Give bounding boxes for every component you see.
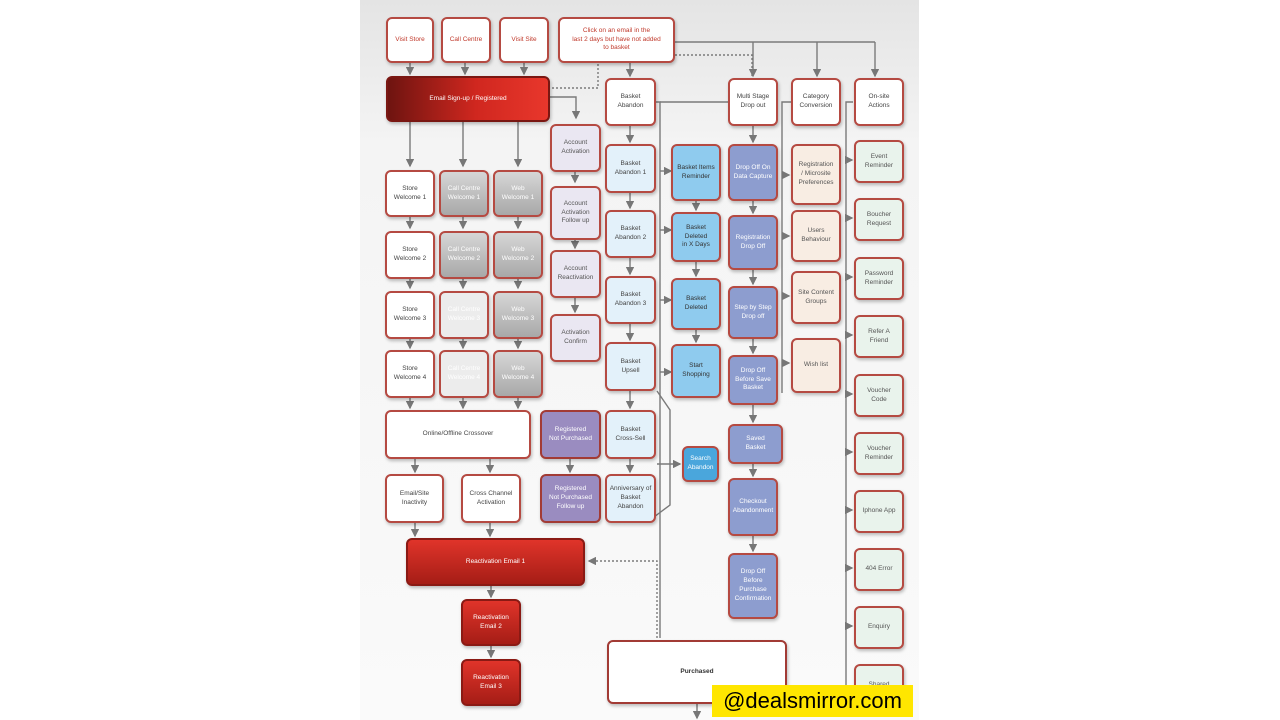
wish-list-node: Wish list (791, 338, 841, 393)
cross-channel-activation-node: Cross Channel Activation (461, 474, 521, 523)
web-welcome-4-node: Web Welcome 4 (493, 350, 543, 398)
email-signup-node: Email Sign-up / Registered (386, 76, 550, 122)
basket-items-reminder-node: Basket Items Reminder (671, 144, 721, 201)
basket-upsell-node: Basket Upsell (605, 342, 656, 391)
basket-abandon-3-node: Basket Abandon 3 (605, 276, 656, 324)
call-centre-welcome-2-node: Call Centre Welcome 2 (439, 231, 489, 279)
refer-a-friend-node: Refer A Friend (854, 315, 904, 358)
store-welcome-4-node: Store Welcome 4 (385, 350, 435, 398)
step-by-step-drop-off-node: Step by Step Drop off (728, 286, 778, 339)
start-shopping-node: Start Shopping (671, 344, 721, 398)
site-content-groups-node: Site Content Groups (791, 271, 841, 324)
registered-not-purchased-node: Registered Not Purchased (540, 410, 601, 459)
reactivation-email-3-node: Reactivation Email 3 (461, 659, 521, 706)
reactivation-email-1-node: Reactivation Email 1 (406, 538, 585, 586)
call-centre-welcome-4-node: Call Centre Welcome 4 (439, 350, 489, 398)
registered-not-purchased-followup-node: Registered Not Purchased Follow up (540, 474, 601, 523)
reactivation-email-2-node: Reactivation Email 2 (461, 599, 521, 646)
registration-microsite-preferences-node: Registration / Microsite Preferences (791, 144, 841, 205)
saved-basket-node: Saved Basket (728, 424, 783, 464)
multi-stage-drop-out-node: Multi Stage Drop out (728, 78, 778, 126)
account-activation-node: Account Activation (550, 124, 601, 172)
visit-site-node: Visit Site (499, 17, 549, 63)
checkout-abandonment-node: Checkout Abandonment (728, 478, 778, 536)
call-centre-welcome-1-node: Call Centre Welcome 1 (439, 170, 489, 217)
search-abandon-node: Search Abandon (682, 446, 719, 482)
basket-cross-sell-node: Basket Cross-Sell (605, 410, 656, 459)
account-activation-followup-node: Account Activation Follow up (550, 186, 601, 240)
category-conversion-node: Category Conversion (791, 78, 841, 126)
drop-off-data-capture-node: Drop Off On Data Capture (728, 144, 778, 201)
voucher-code-node: Voucher Code (854, 374, 904, 417)
basket-deleted-x-days-node: Basket Deleted in X Days (671, 212, 721, 262)
anniversary-basket-abandon-node: Anniversary of Basket Abandon (605, 474, 656, 523)
store-welcome-1-node: Store Welcome 1 (385, 170, 435, 217)
on-site-actions-node: On-site Actions (854, 78, 904, 126)
basket-abandon-2-node: Basket Abandon 2 (605, 210, 656, 258)
registration-drop-off-node: Registration Drop Off (728, 215, 778, 270)
flowchart-canvas: Visit Store Call Centre Visit Site Click… (360, 0, 919, 720)
event-reminder-node: Event Reminder (854, 140, 904, 183)
enquiry-node: Enquiry (854, 606, 904, 649)
email-site-inactivity-node: Email/Site Inactivity (385, 474, 444, 523)
store-welcome-2-node: Store Welcome 2 (385, 231, 435, 279)
web-welcome-3-node: Web Welcome 3 (493, 291, 543, 339)
basket-abandon-node: Basket Abandon (605, 78, 656, 126)
connector-lines (405, 41, 880, 720)
web-welcome-1-node: Web Welcome 1 (493, 170, 543, 217)
call-centre-welcome-3-node: Call Centre Welcome 3 (439, 291, 489, 339)
watermark-label: @dealsmirror.com (712, 685, 913, 717)
iphone-app-node: Iphone App (854, 490, 904, 533)
users-behaviour-node: Users Behaviour (791, 210, 841, 262)
web-welcome-2-node: Web Welcome 2 (493, 231, 543, 279)
voucher-reminder-node: Voucher Reminder (854, 432, 904, 475)
drop-off-before-purchase-confirmation-node: Drop Off Before Purchase Confirmation (728, 553, 778, 619)
404-error-node: 404 Error (854, 548, 904, 591)
store-welcome-3-node: Store Welcome 3 (385, 291, 435, 339)
online-offline-crossover-node: Online/Offline Crossover (385, 410, 531, 459)
visit-store-node: Visit Store (386, 17, 434, 63)
password-reminder-node: Password Reminder (854, 257, 904, 300)
basket-deleted-node: Basket Deleted (671, 278, 721, 330)
call-centre-node: Call Centre (441, 17, 491, 63)
drop-off-before-save-basket-node: Drop Off Before Save Basket (728, 355, 778, 405)
account-reactivation-node: Account Reactivation (550, 250, 601, 298)
click-email-node: Click on an email in the last 2 days but… (558, 17, 675, 63)
activation-confirm-node: Activation Confirm (550, 314, 601, 362)
boucher-request-node: Boucher Request (854, 198, 904, 241)
basket-abandon-1-node: Basket Abandon 1 (605, 144, 656, 193)
